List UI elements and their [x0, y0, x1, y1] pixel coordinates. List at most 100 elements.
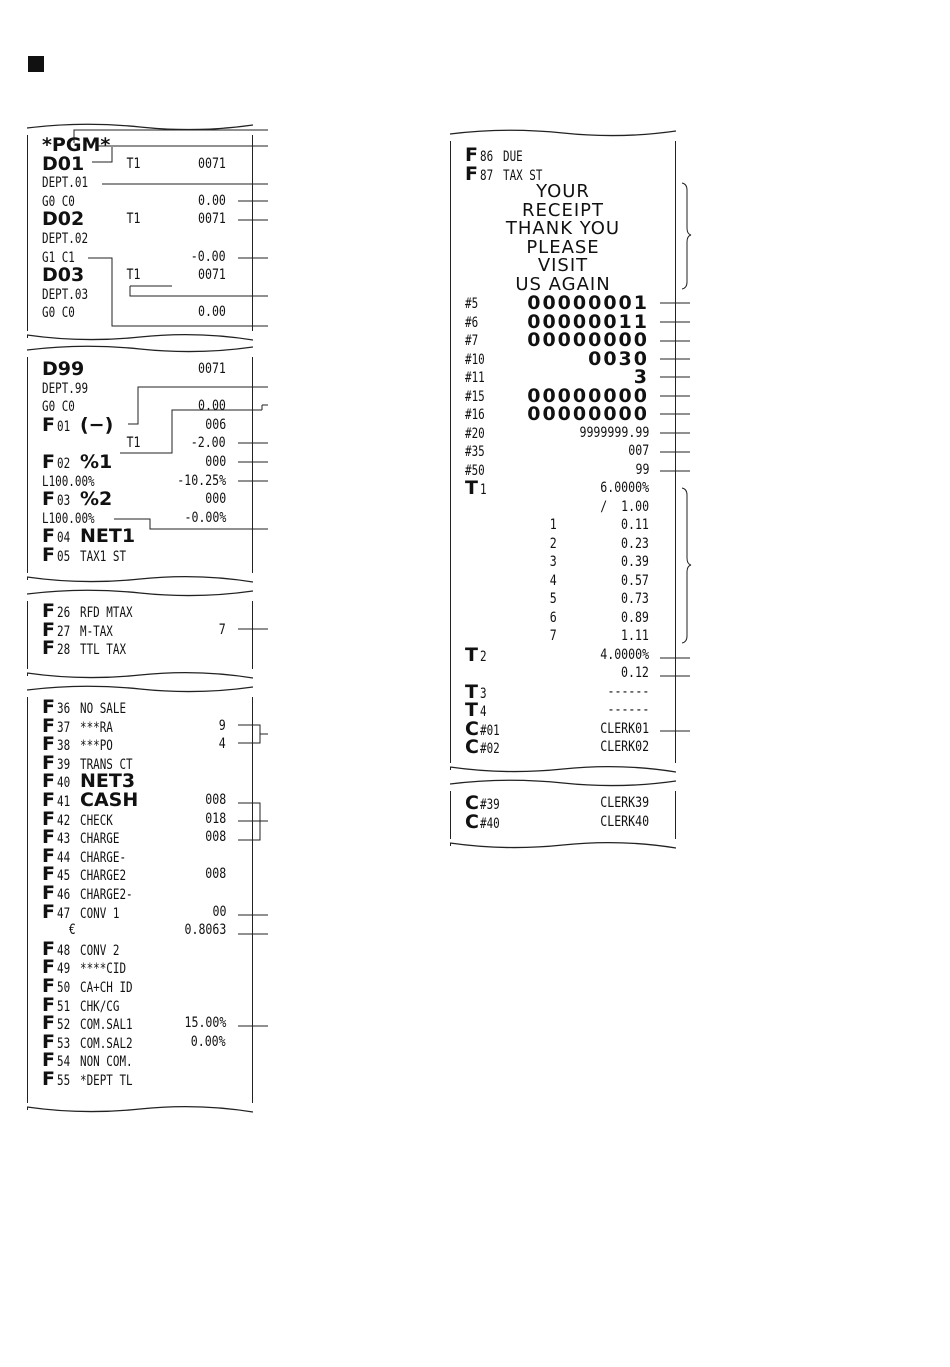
- line-val: 0071: [198, 267, 226, 284]
- line-f: F: [42, 488, 55, 511]
- receipt-line: L100.00%-0.00%: [28, 509, 252, 528]
- line-val: 00: [212, 903, 226, 920]
- line-val: 0071: [198, 361, 226, 377]
- line-f: F: [42, 789, 55, 811]
- line-f: F: [465, 162, 478, 185]
- line-small: #5: [465, 296, 479, 312]
- line-f: F: [465, 144, 478, 166]
- line-small: M-TAX: [80, 623, 113, 640]
- line-code: 39: [57, 756, 71, 773]
- line-val: 0.73: [621, 591, 649, 607]
- line-f: F: [42, 714, 55, 737]
- line-val: 0.8063: [184, 922, 226, 939]
- line-small: #35: [465, 444, 485, 460]
- line-val: 007: [628, 443, 649, 459]
- line-code: 52: [57, 1017, 71, 1034]
- line-f: F: [42, 844, 55, 867]
- line-small: DEPT.01: [42, 175, 89, 192]
- line-code: 48: [57, 942, 71, 959]
- line-f: F: [42, 637, 55, 660]
- line-val: 0.89: [621, 609, 649, 626]
- line-small: #6: [465, 314, 479, 331]
- line-small: #20: [465, 425, 485, 442]
- line-val: -0.00: [191, 248, 226, 265]
- line-small: TAX1 ST: [80, 549, 127, 565]
- line-val: 0071: [198, 155, 226, 172]
- line-big: D02: [42, 208, 85, 231]
- line-code: 42: [57, 812, 71, 829]
- line-small: RFD MTAX: [80, 605, 133, 621]
- section-bullet-square: [28, 56, 44, 72]
- line-small: CONV 2: [80, 942, 120, 959]
- line-f: F: [42, 544, 55, 566]
- line-wval: 00000000: [527, 403, 649, 425]
- line-wval: 00000000: [527, 384, 649, 407]
- line-val: 000: [205, 454, 226, 470]
- line-f: F: [42, 733, 55, 756]
- receipt-line: DEPT.02: [28, 229, 252, 248]
- line-f: F: [42, 696, 55, 718]
- line-val: 0.57: [621, 572, 649, 589]
- line-bold: %2: [80, 488, 113, 511]
- line-f: T: [465, 477, 478, 499]
- line-small: DEPT.03: [42, 286, 89, 303]
- line-code: 2: [480, 648, 487, 665]
- receipt-line: D99 0071: [28, 360, 252, 379]
- line-small: CHECK: [80, 812, 113, 829]
- line-mid: 3: [550, 554, 557, 570]
- receipt-line: €0.8063: [28, 921, 252, 940]
- line-wval: 3: [633, 366, 649, 388]
- line-code: 45: [57, 868, 71, 885]
- line-small: #16: [465, 407, 485, 423]
- line-wval: 00000011: [527, 310, 649, 333]
- line-f: T: [465, 643, 478, 666]
- receipt-line: 0.12: [451, 664, 675, 683]
- line-bold: (−): [80, 413, 114, 436]
- line-bold: %1: [80, 451, 113, 473]
- line-code: 54: [57, 1054, 71, 1071]
- line-big: D99: [42, 358, 85, 380]
- line-val: -0.00%: [184, 509, 226, 526]
- line-f: T: [465, 680, 478, 703]
- line-msg: THANK YOU: [505, 218, 621, 239]
- line-val: 9: [219, 717, 226, 734]
- receipt-line: L100.00%-10.25%: [28, 472, 252, 491]
- line-wval: 0030: [588, 347, 649, 370]
- line-f: C: [465, 717, 479, 740]
- line-val: CLERK39: [600, 795, 649, 811]
- line-bold: NET3: [80, 770, 136, 793]
- receipt-line: DEPT.01: [28, 173, 252, 192]
- line-f: F: [42, 993, 55, 1016]
- line-small: ***PO: [80, 738, 113, 755]
- line-code: 36: [57, 701, 71, 717]
- line-val: 0071: [198, 211, 226, 228]
- receipt-line: #16 00000000: [451, 405, 675, 424]
- line-f: F: [42, 451, 55, 473]
- line-val: 0.23: [621, 535, 649, 552]
- line-mid: 1: [550, 517, 557, 533]
- line-small: CA+CH ID: [80, 980, 133, 996]
- line-f: F: [42, 826, 55, 849]
